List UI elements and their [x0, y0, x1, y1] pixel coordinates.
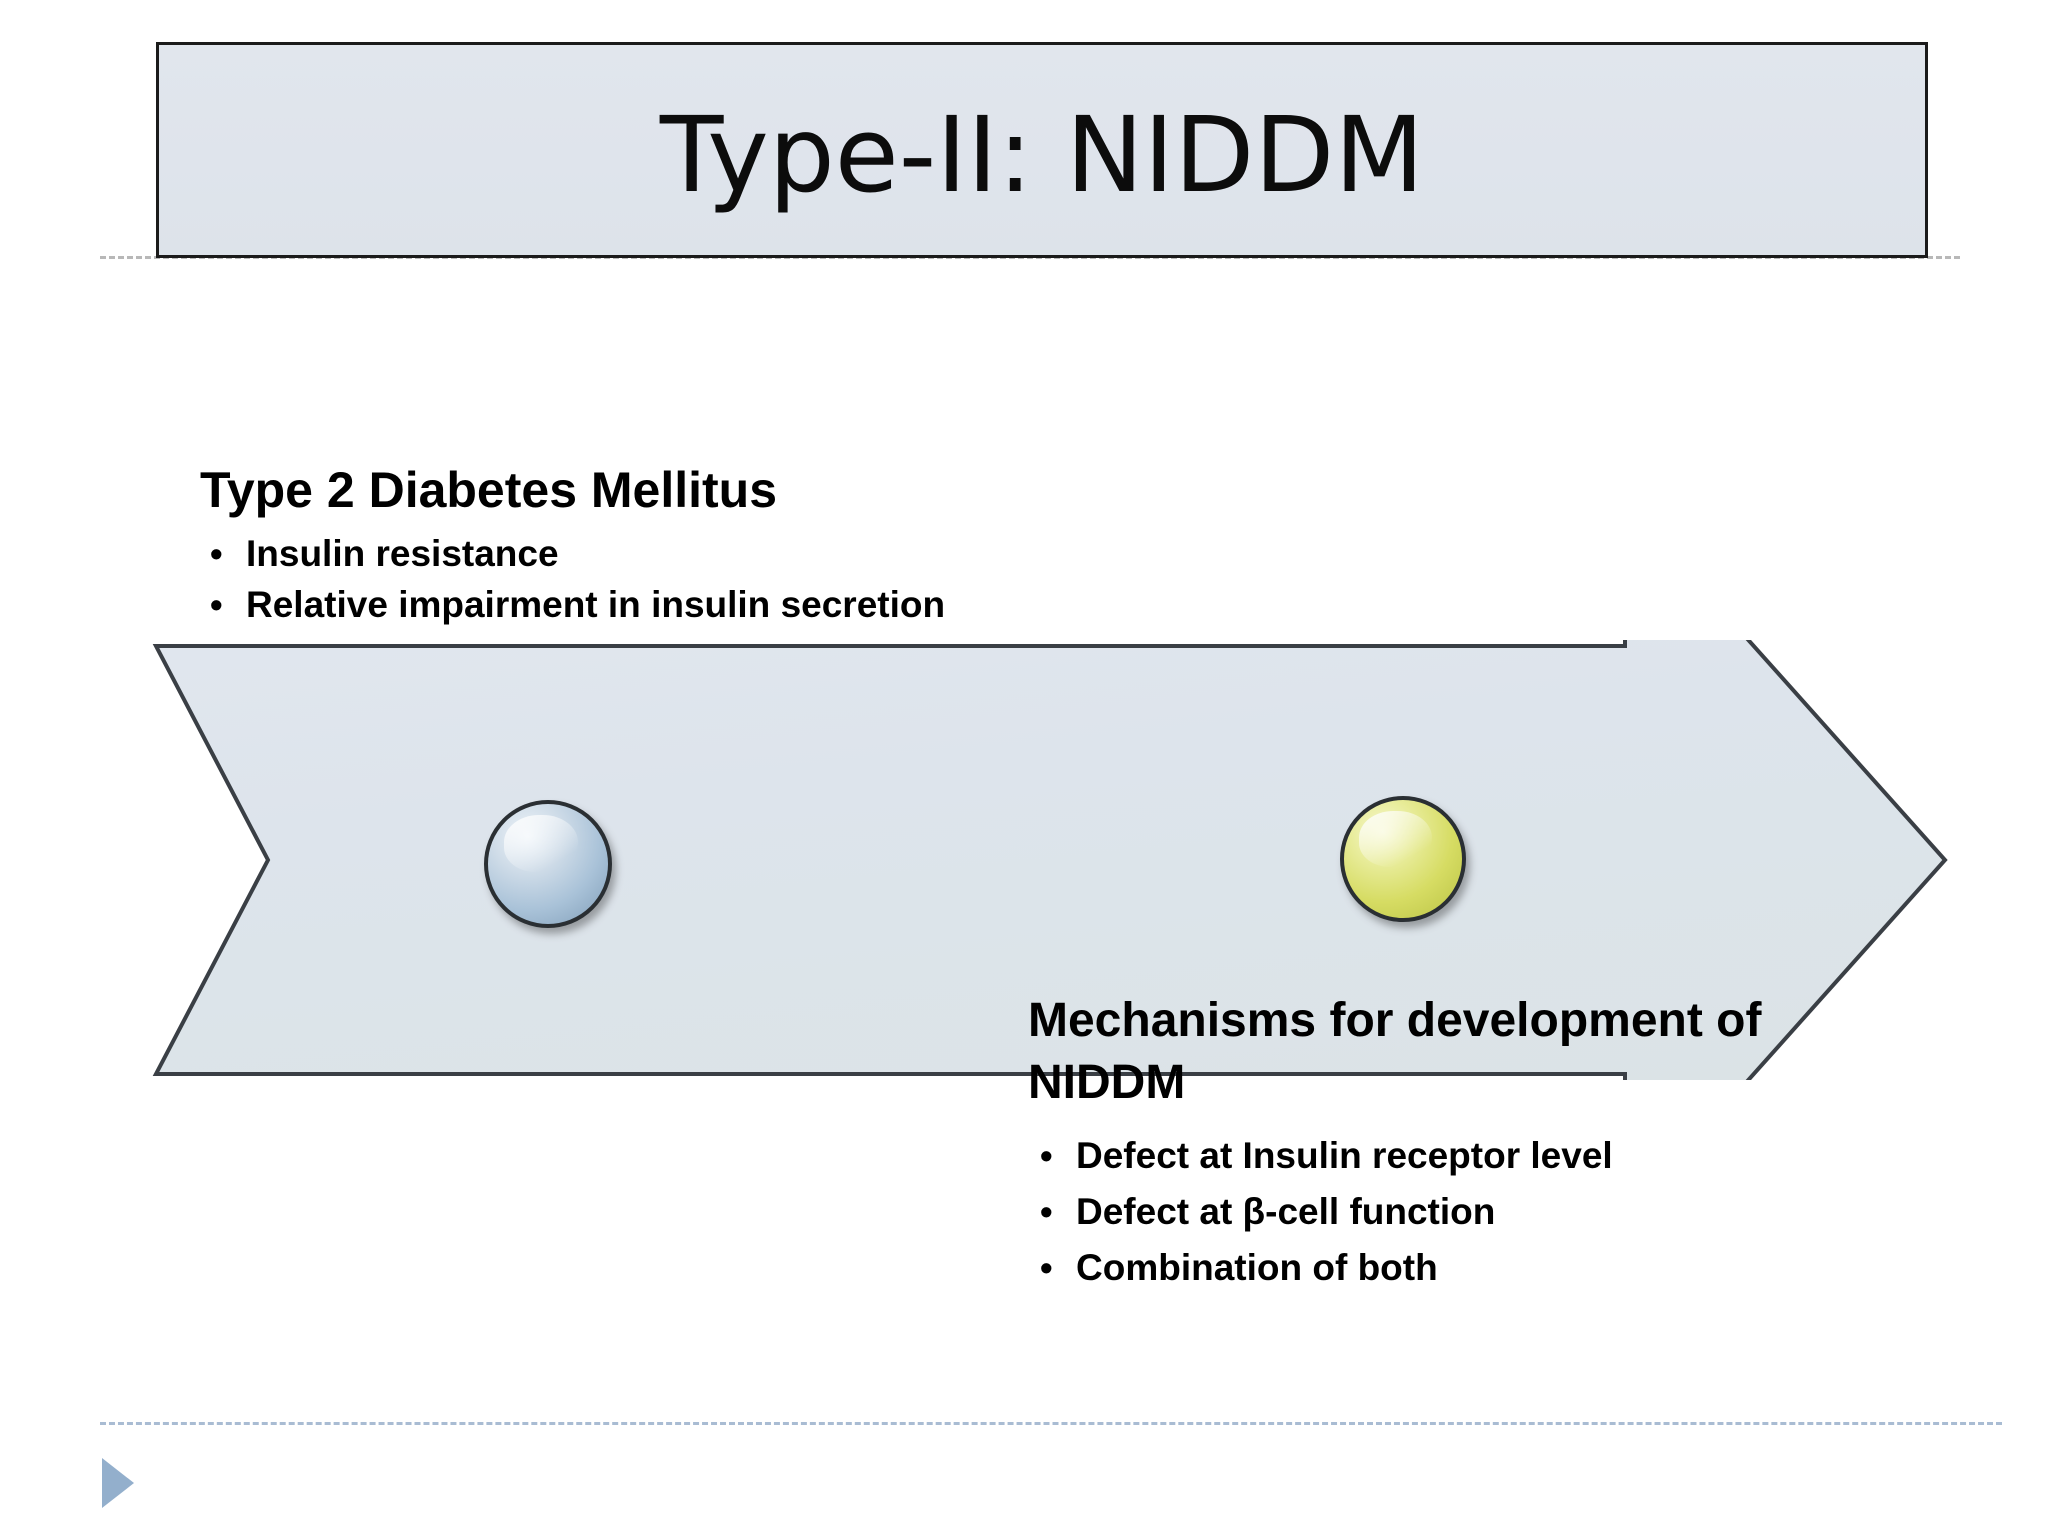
- right-block-list: • Defect at Insulin receptor level • Def…: [1028, 1128, 1808, 1296]
- footer-divider: [100, 1422, 2002, 1425]
- triangle-right-icon: [102, 1458, 134, 1508]
- list-item: • Combination of both: [1028, 1240, 1808, 1296]
- bullet-glyph: •: [210, 533, 223, 574]
- list-item-label: Combination of both: [1076, 1247, 1438, 1288]
- timeline-arrow: [150, 640, 1950, 1080]
- list-item: • Defect at Insulin receptor level: [1028, 1128, 1808, 1184]
- list-item-label: Defect at β-cell function: [1076, 1191, 1496, 1232]
- right-text-block: Mechanisms for development of NIDDM • De…: [1028, 990, 1808, 1296]
- list-item: • Relative impairment in insulin secreti…: [200, 579, 960, 630]
- list-item: • Insulin resistance: [200, 528, 960, 579]
- list-item-label: Insulin resistance: [246, 533, 559, 574]
- page-title: Type-II: NIDDM: [659, 94, 1425, 216]
- left-text-block: Type 2 Diabetes Mellitus • Insulin resis…: [200, 462, 960, 630]
- list-item: • Defect at β-cell function: [1028, 1184, 1808, 1240]
- yellow-sphere-marker: [1340, 796, 1470, 928]
- blue-sphere-marker: [484, 800, 616, 934]
- bullet-glyph: •: [1040, 1135, 1053, 1176]
- bullet-glyph: •: [1040, 1191, 1053, 1232]
- list-item-label: Relative impairment in insulin secretion: [246, 584, 946, 625]
- left-block-list: • Insulin resistance • Relative impairme…: [200, 528, 960, 630]
- right-block-heading: Mechanisms for development of NIDDM: [1028, 994, 1762, 1109]
- left-block-heading: Type 2 Diabetes Mellitus: [200, 462, 778, 518]
- list-item-label: Defect at Insulin receptor level: [1076, 1135, 1613, 1176]
- right-arrow-icon: [152, 640, 1948, 1080]
- sphere-icon: [484, 800, 612, 928]
- sphere-icon: [1340, 796, 1466, 922]
- bullet-glyph: •: [1040, 1247, 1053, 1288]
- bullet-glyph: •: [210, 584, 223, 625]
- title-bar: [156, 42, 1928, 258]
